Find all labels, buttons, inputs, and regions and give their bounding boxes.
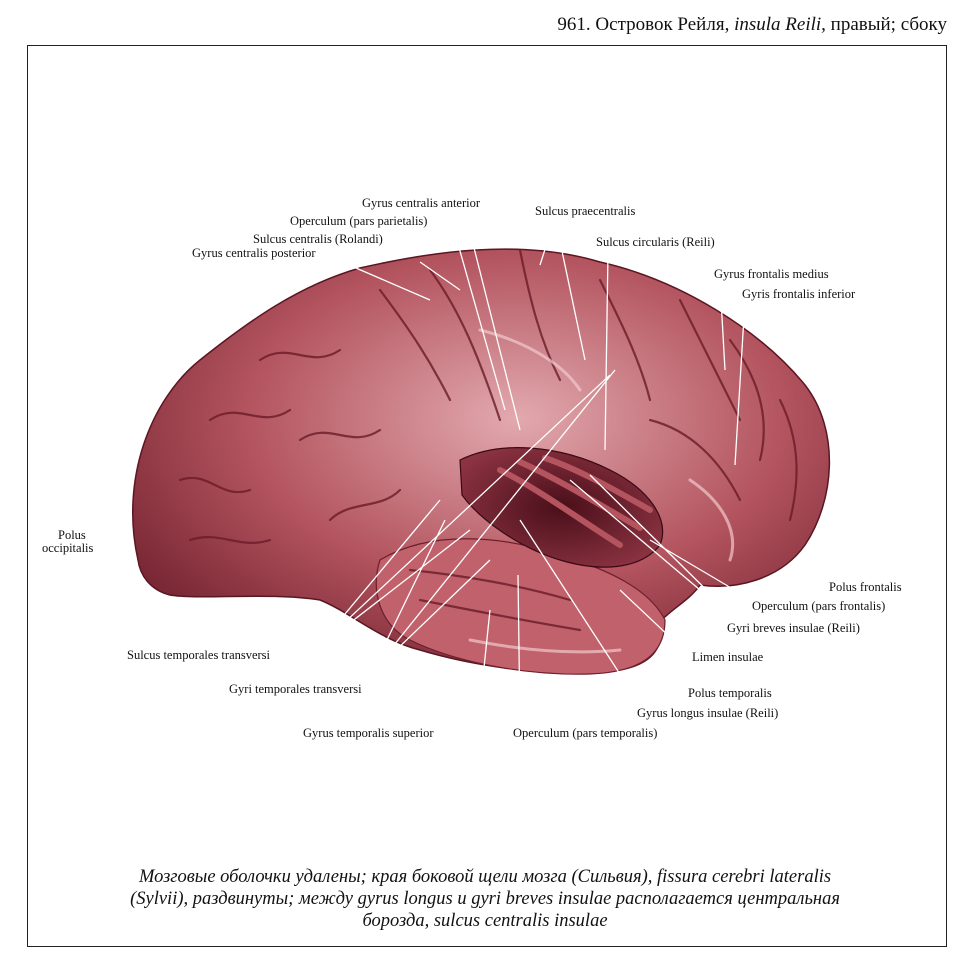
label-sulcus-circularis-reili: Sulcus circularis (Reili) xyxy=(596,235,715,249)
figure-title: 961. Островок Рейля, insula Reili, правы… xyxy=(557,14,947,36)
label-gyri-temporales-transversi: Gyri temporales transversi xyxy=(229,682,362,696)
caption-line-1: Мозговые оболочки удалены; края боковой … xyxy=(138,867,832,887)
leader-lines xyxy=(314,217,761,726)
figure-title-ru: Островок Рейля, xyxy=(595,14,730,35)
temporal-lobe xyxy=(375,538,666,675)
figure-number: 961. xyxy=(557,14,591,35)
label-gyri-breves-insulae: Gyri breves insulae (Reili) xyxy=(727,621,860,635)
label-limen-insulae: Limen insulae xyxy=(692,650,764,664)
label-operculum-pars-frontalis: Operculum (pars frontalis) xyxy=(752,599,886,613)
label-polus-occipitalis-2: occipitalis xyxy=(42,541,94,555)
label-sulcus-centralis-rolandi: Sulcus centralis (Rolandi) xyxy=(253,232,383,246)
figure-frame xyxy=(27,45,947,947)
figure-caption: Мозговые оболочки удалены; края боковой … xyxy=(30,866,940,932)
label-gyris-frontalis-inferior: Gyris frontalis inferior xyxy=(742,287,856,301)
brain-highlights xyxy=(468,328,735,654)
figure-title-suffix: правый; сбоку xyxy=(830,14,947,35)
brain-sulci xyxy=(178,248,798,632)
label-polus-frontalis: Polus frontalis xyxy=(829,580,902,594)
label-gyrus-temporalis-superior: Gyrus temporalis superior xyxy=(303,726,434,740)
caption-line-2: (Sylvii), раздвинуты; между gyrus longus… xyxy=(130,889,840,909)
label-gyrus-longus-insulae: Gyrus longus insulae (Reili) xyxy=(637,706,779,720)
label-polus-temporalis: Polus temporalis xyxy=(688,686,772,700)
label-sulcus-temporales-transversi: Sulcus temporales transversi xyxy=(127,648,271,662)
label-gyrus-centralis-posterior: Gyrus centralis posterior xyxy=(192,246,316,260)
label-operculum-pars-temporalis: Operculum (pars temporalis) xyxy=(513,726,658,740)
label-polus-occipitalis-1: Polus xyxy=(58,528,86,542)
label-gyrus-centralis-anterior: Gyrus centralis anterior xyxy=(362,196,481,210)
caption-line-3: борозда, sulcus centralis insulae xyxy=(362,911,608,931)
label-gyrus-frontalis-medius: Gyrus frontalis medius xyxy=(714,267,829,281)
figure-title-latin: insula Reili, xyxy=(734,14,826,35)
insula-gyri xyxy=(497,455,653,548)
label-sulcus-praecentralis: Sulcus praecentralis xyxy=(535,204,636,218)
label-operculum-pars-parietalis: Operculum (pars parietalis) xyxy=(290,214,428,228)
